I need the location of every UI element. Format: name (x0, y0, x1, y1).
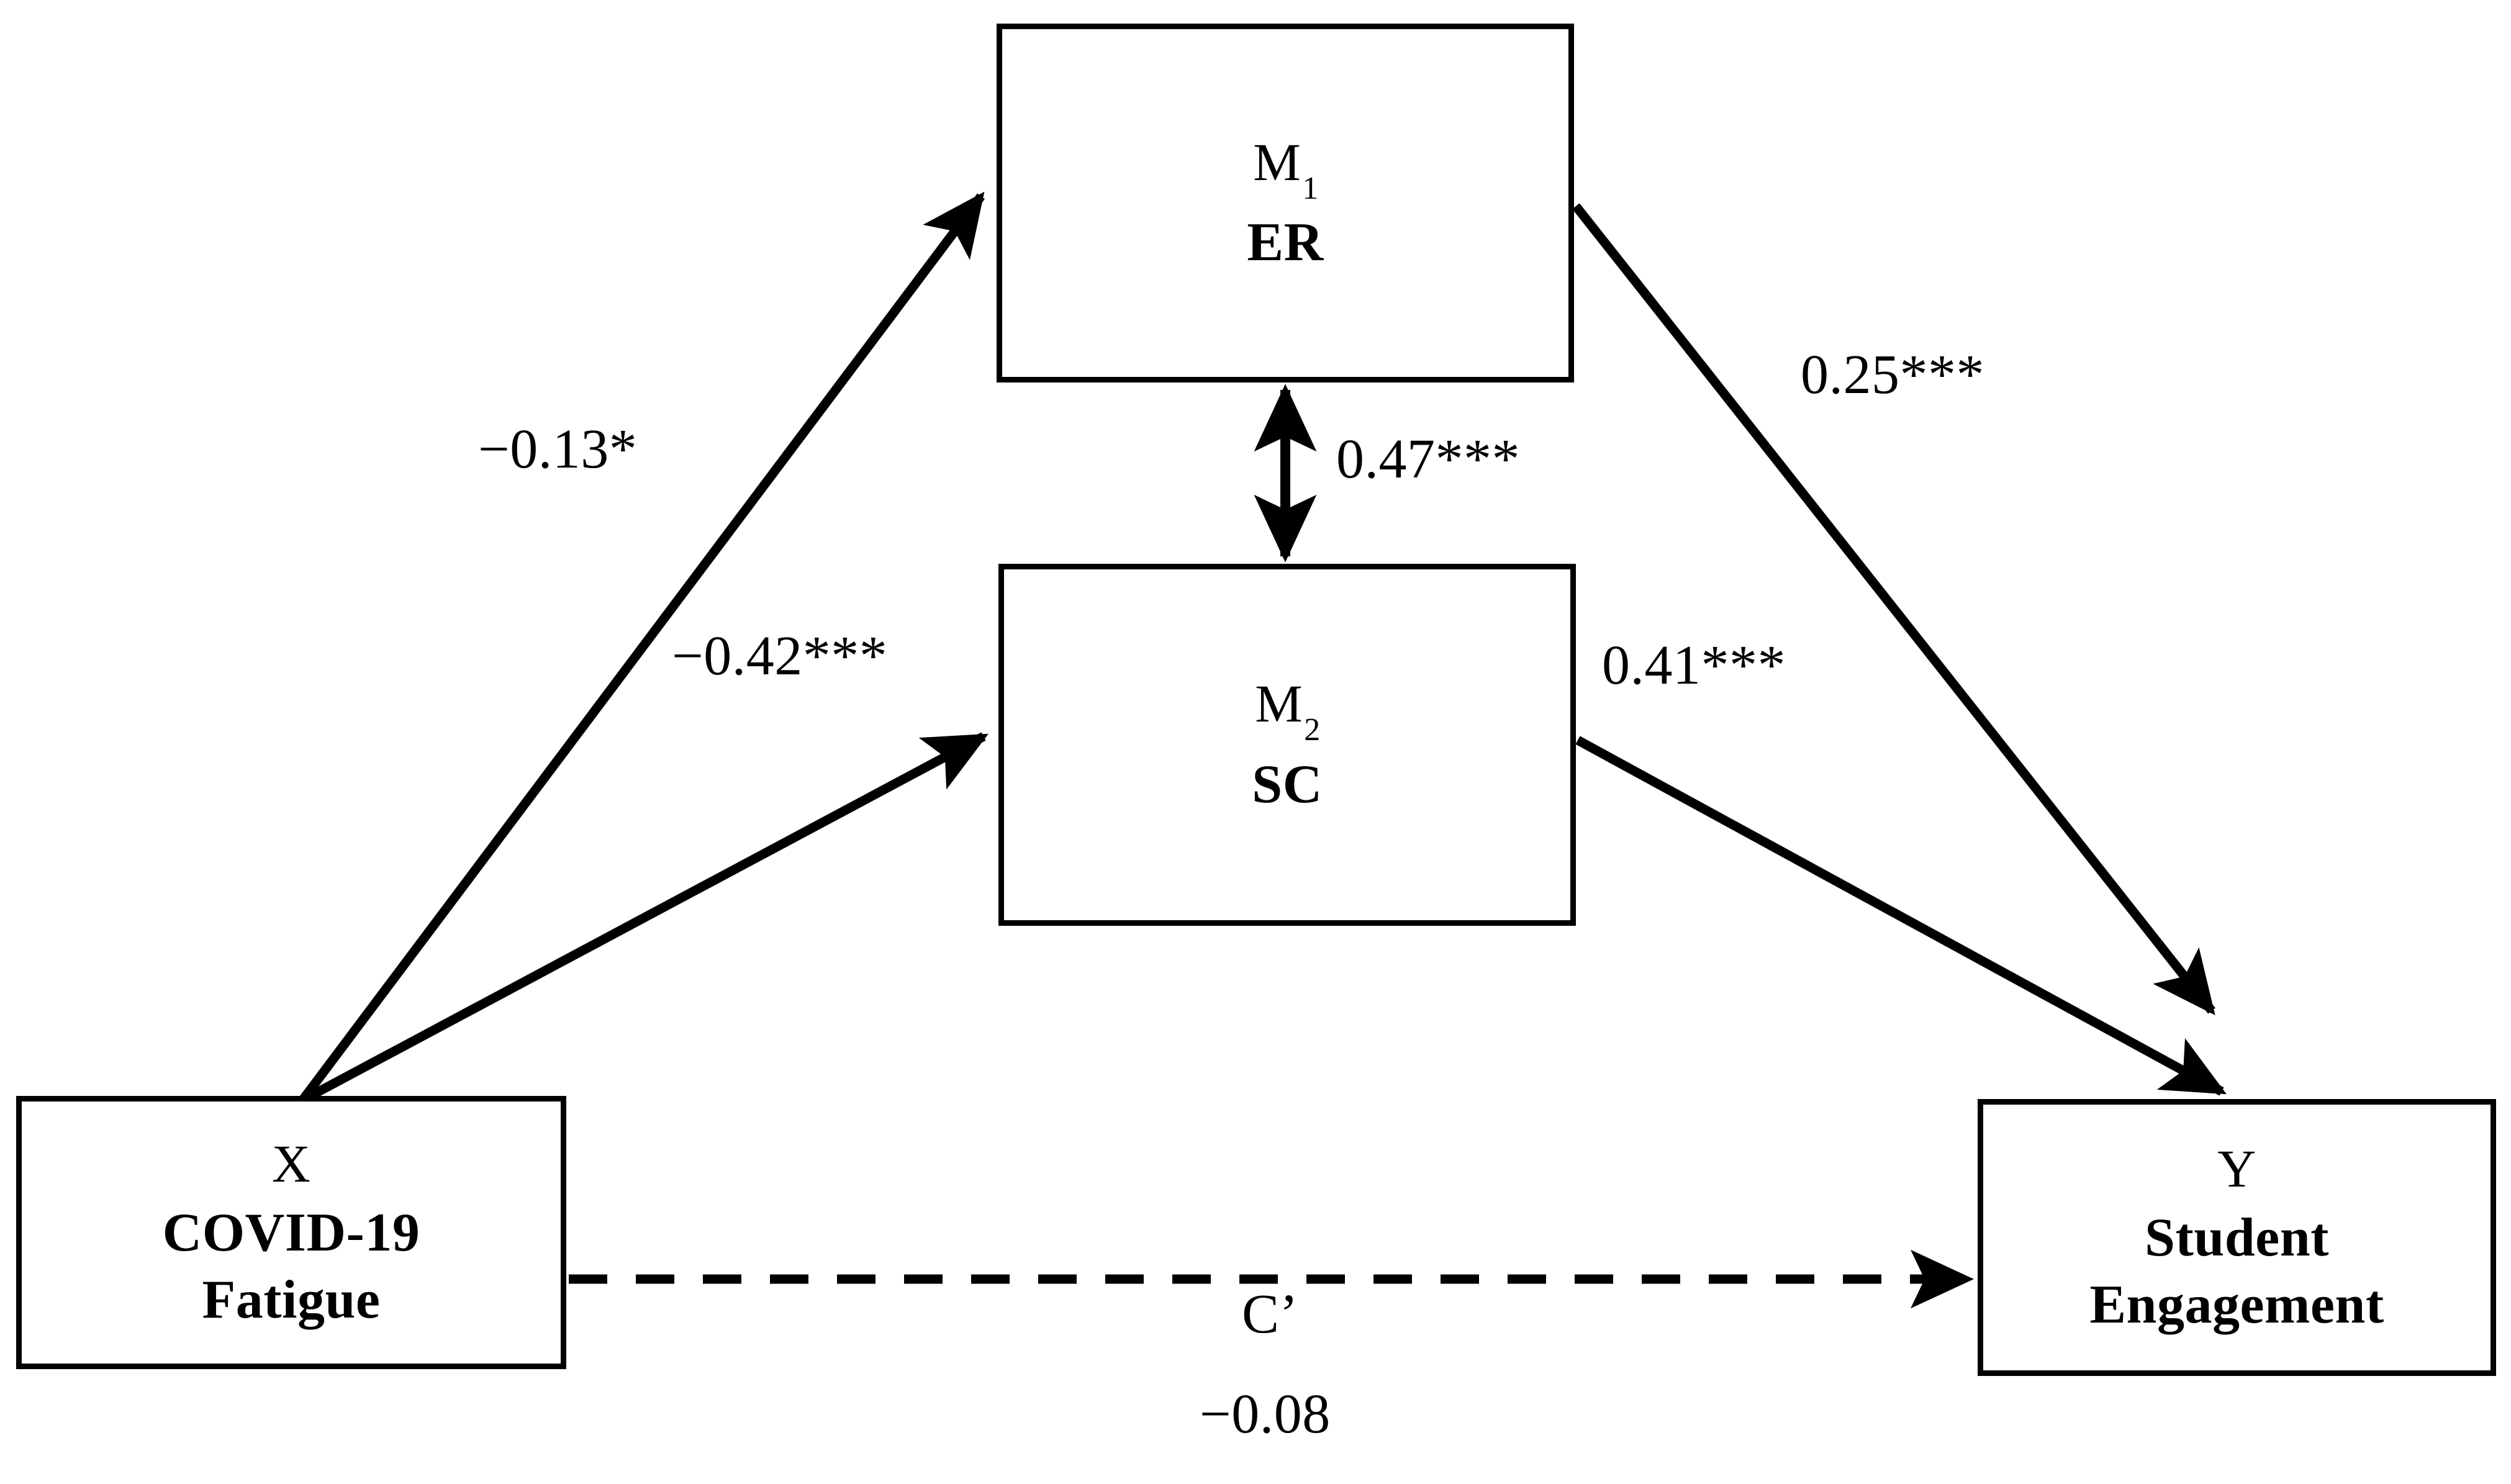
node-m2-sc[interactable]: M2 SC (998, 564, 1576, 926)
node-y-code: Y (2217, 1139, 2256, 1199)
node-x-label-line2: Fatigue (202, 1269, 381, 1330)
path-label-m1-to-m2: 0.47*** (1336, 428, 1520, 490)
node-y-label-line2: Engagement (2089, 1274, 2384, 1335)
path-label-direct-name: C’ (1242, 1283, 1298, 1345)
path-label-x-to-m2: −0.42*** (672, 625, 888, 687)
path-label-m1-to-y: 0.25*** (1801, 344, 1984, 405)
node-m2-code: M2 (1255, 674, 1321, 748)
node-y-label-line1: Student (2145, 1207, 2329, 1268)
node-x-code: X (271, 1134, 311, 1194)
node-m1-label: ER (1247, 212, 1324, 273)
node-x-label-line1: COVID-19 (162, 1202, 420, 1263)
node-m1-er[interactable]: M1 ER (997, 24, 1574, 382)
node-m2-label: SC (1252, 754, 1323, 815)
path-m1-to-y (1572, 203, 2215, 1016)
path-label-direct-coefficient: −0.08 (1200, 1383, 1331, 1445)
path-m2-to-y (1575, 736, 2227, 1096)
path-label-x-to-m1: −0.13* (478, 419, 638, 480)
path-x-to-m2 (300, 732, 989, 1105)
path-label-m2-to-y: 0.41*** (1602, 635, 1786, 696)
node-m1-code: M1 (1253, 132, 1319, 206)
